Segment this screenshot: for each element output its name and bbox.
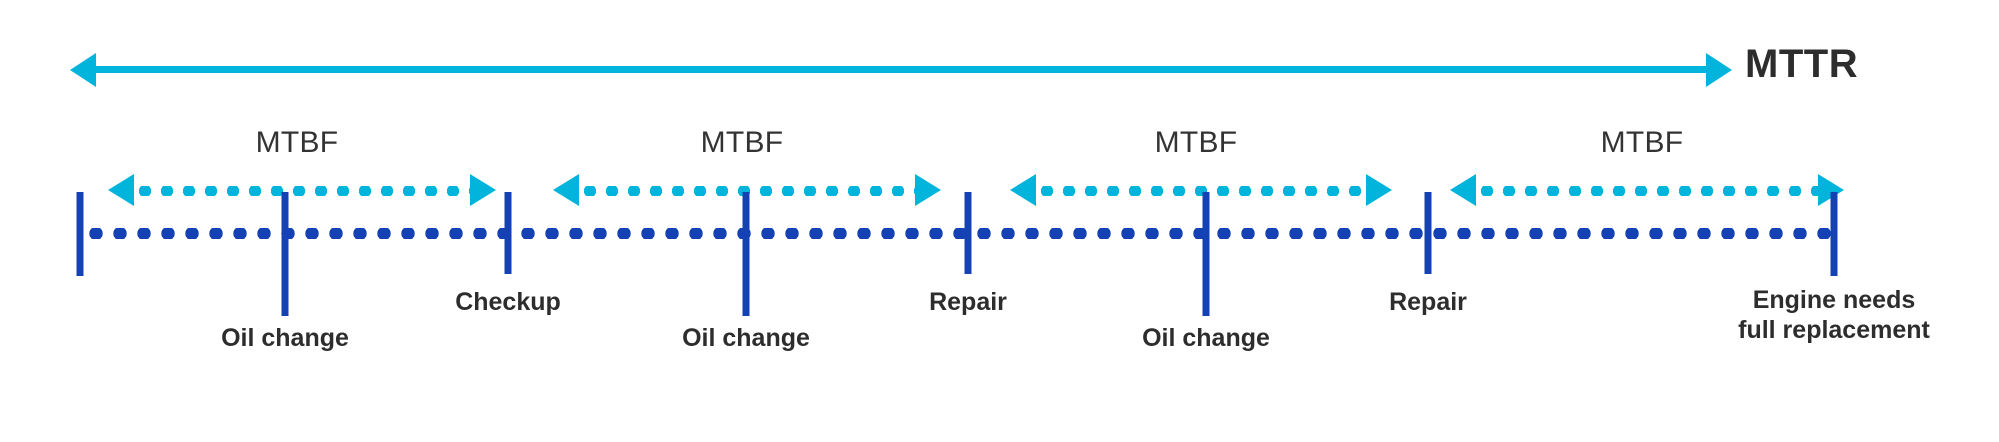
mtbf-arrow-left-head-1 — [108, 174, 134, 206]
timeline-tick-repair-2 — [1424, 192, 1432, 274]
mtbf-dotted-line-2 — [579, 186, 915, 196]
mtbf-dotted-line-4 — [1476, 186, 1818, 196]
mtbf-label-2: MTBF — [700, 126, 784, 159]
mtbf-arrow-left-head-2 — [553, 174, 579, 206]
event-label-oil-change-3: Oil change — [1142, 324, 1270, 352]
timeline-tick-oil-change-1 — [281, 192, 289, 316]
mtbf-label-1: MTBF — [255, 126, 339, 159]
mtbf-arrow-right-head-2 — [915, 174, 941, 206]
event-label-oil-change-2: Oil change — [682, 324, 810, 352]
mtbf-dotted-line-1 — [134, 186, 470, 196]
mtbf-label-3: MTBF — [1154, 126, 1238, 159]
mtbf-arrow-left-head-4 — [1450, 174, 1476, 206]
mttr-arrow-line — [96, 66, 1706, 73]
event-label-engine-replacement-line2: full replacement — [1738, 315, 1930, 344]
mttr-arrow-left-head — [70, 52, 96, 87]
mtbf-label-4: MTBF — [1600, 126, 1684, 159]
mttr-label: MTTR — [1745, 42, 1859, 86]
event-label-repair-1: Repair — [929, 288, 1007, 316]
event-label-oil-change-1: Oil change — [221, 324, 349, 352]
main-timeline-dotted-line — [84, 228, 1832, 239]
event-label-engine-replacement-line1: Engine needs — [1752, 286, 1916, 314]
mtbf-arrow-right-head-1 — [470, 174, 496, 206]
mttr-arrow-right-head — [1706, 52, 1732, 87]
timeline-tick-oil-change-2 — [742, 192, 750, 316]
event-label-repair-2: Repair — [1389, 288, 1467, 316]
timeline-tick-end — [1830, 192, 1838, 276]
timeline-tick-start — [76, 192, 84, 276]
mtbf-arrow-left-head-3 — [1010, 174, 1036, 206]
timeline-tick-oil-change-3 — [1202, 192, 1210, 316]
event-label-checkup: Checkup — [455, 288, 561, 316]
timeline-tick-checkup — [504, 192, 512, 274]
event-label-engine-replacement: Engine needs full replacement — [1684, 286, 1984, 345]
mtbf-arrow-right-head-3 — [1366, 174, 1392, 206]
timeline-tick-repair-1 — [964, 192, 972, 274]
mtbf-dotted-line-3 — [1036, 186, 1366, 196]
